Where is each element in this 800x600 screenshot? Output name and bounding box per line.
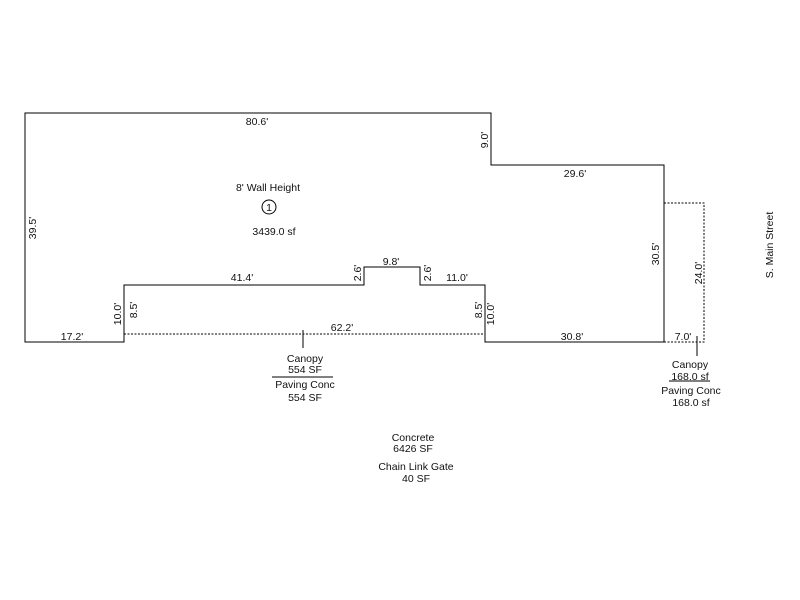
dim-recess-right-inner: 8.5' [473, 302, 485, 319]
wall-height-label: 8' Wall Height [236, 182, 300, 194]
room-area-label: 3439.0 sf [252, 226, 295, 238]
street-label: S. Main Street [764, 212, 776, 279]
dim-recess-left-outer: 10.0' [112, 303, 124, 325]
dim-bottom-left: 17.2' [61, 331, 83, 343]
front-canopy-area: 554 SF [288, 364, 322, 376]
side-paving-label: Paving Conc [661, 385, 721, 397]
dim-left-side: 39.5' [27, 217, 39, 239]
dim-recess-right-outer: 10.0' [485, 303, 497, 325]
dim-notch-left-run: 41.4' [231, 272, 253, 284]
dim-notch-right-run: 11.0' [446, 272, 468, 284]
dim-step-height: 9.0' [479, 132, 491, 149]
concrete-label: Concrete [392, 432, 435, 444]
dim-canopy-width: 62.2' [331, 322, 353, 334]
side-canopy-area: 168.0 sf [671, 371, 708, 383]
dim-right-side: 30.5' [650, 243, 662, 265]
concrete-area: 6426 SF [393, 443, 433, 455]
front-paving-label: Paving Conc [275, 379, 335, 391]
building-outline [24, 112, 665, 343]
dim-notch-left-rise: 2.6' [352, 265, 364, 282]
side-canopy-label: Canopy [672, 359, 709, 371]
gate-area: 40 SF [402, 473, 430, 485]
dim-recess-left-inner: 8.5' [128, 302, 140, 319]
dim-canopy-side: 24.0' [693, 262, 705, 284]
dim-canopy-right-width: 7.0' [675, 331, 692, 343]
dim-upper-right: 29.6' [564, 168, 586, 180]
dim-top-main: 80.6' [246, 116, 268, 128]
dim-notch-right-rise: 2.6' [422, 265, 434, 282]
side-paving-area: 168.0 sf [672, 397, 709, 409]
room-number-marker [261, 199, 277, 215]
dim-bottom-right: 30.8' [561, 331, 583, 343]
front-paving-area: 554 SF [288, 392, 322, 404]
room-number: 1 [266, 202, 272, 214]
side-canopy-outline [664, 202, 705, 343]
dim-notch-top: 9.8' [383, 256, 400, 268]
gate-label: Chain Link Gate [378, 461, 453, 473]
front-canopy-label: Canopy [287, 353, 324, 365]
